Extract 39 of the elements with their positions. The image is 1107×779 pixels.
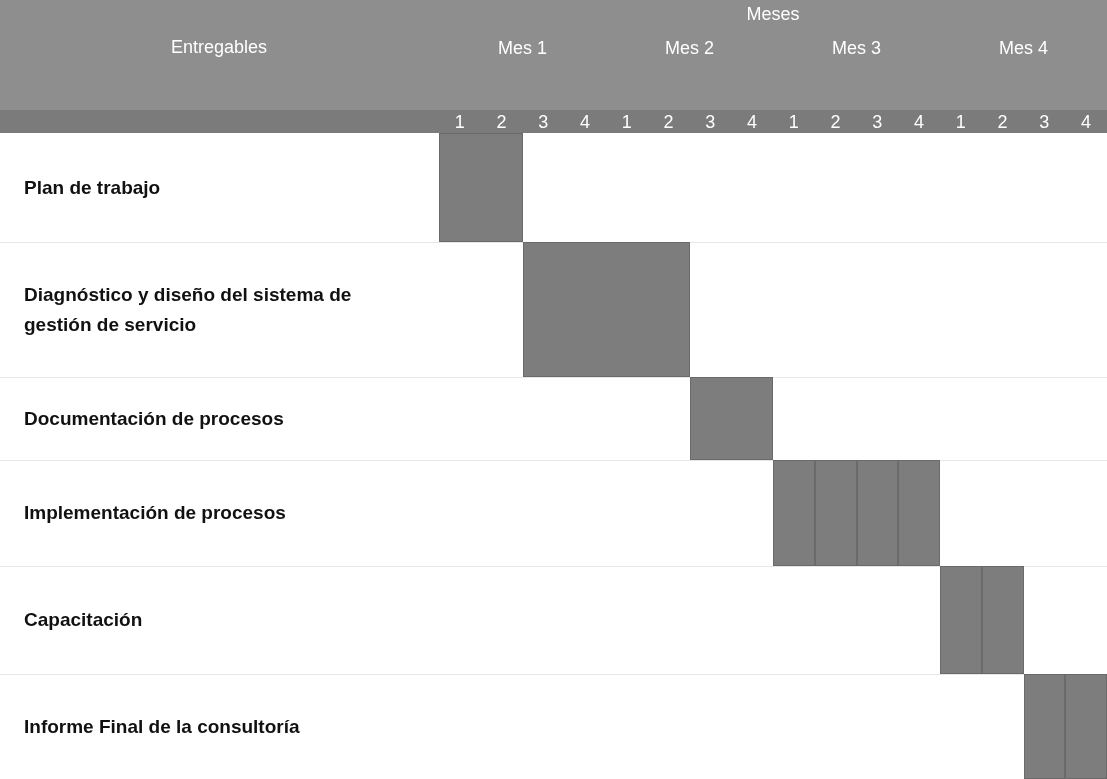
task-label: Documentación de procesos [24, 406, 285, 431]
gantt-bar [981, 566, 1024, 674]
week-number: 2 [496, 111, 507, 133]
week-number: 4 [1081, 111, 1092, 133]
week-number: 3 [872, 111, 883, 133]
gantt-bar [814, 460, 857, 566]
task-label: Informe Final de la consultoría [24, 714, 301, 739]
week-number: 3 [1039, 111, 1050, 133]
month-label: Mes 2 [665, 37, 714, 59]
task-label: Implementación de procesos [24, 501, 287, 525]
gantt-bar [522, 242, 690, 377]
month-label: Mes 1 [498, 37, 547, 59]
column-header: Entregables [170, 36, 268, 58]
week-number: 2 [997, 111, 1008, 133]
week-number: 2 [663, 111, 674, 133]
gantt-bar [1023, 674, 1066, 779]
week-number: 1 [955, 111, 966, 133]
week-number: 4 [580, 111, 591, 133]
week-number: 3 [705, 111, 716, 133]
week-number: 4 [914, 111, 925, 133]
gantt-bar [773, 460, 815, 566]
gantt-bar [856, 460, 899, 566]
week-number: 1 [454, 111, 465, 133]
gantt-bar [1065, 674, 1107, 779]
task-label: Plan de trabajo [24, 175, 162, 200]
task-label: Capacitación [24, 608, 144, 632]
column-header: Meses [746, 3, 800, 25]
week-number: 2 [830, 111, 841, 133]
week-number: 3 [538, 111, 549, 133]
month-label: Mes 3 [832, 37, 881, 59]
gantt-bar [689, 377, 773, 460]
week-number: 4 [747, 111, 758, 133]
gantt-bar [898, 460, 940, 566]
task-label: Diagnóstico y diseño del sistema de gestión de servicio [24, 282, 353, 337]
gantt-bar [439, 133, 523, 242]
week-number: 1 [788, 111, 799, 133]
week-number: 1 [621, 111, 632, 133]
month-label: Mes 4 [999, 37, 1048, 59]
gantt-bar [940, 566, 982, 674]
